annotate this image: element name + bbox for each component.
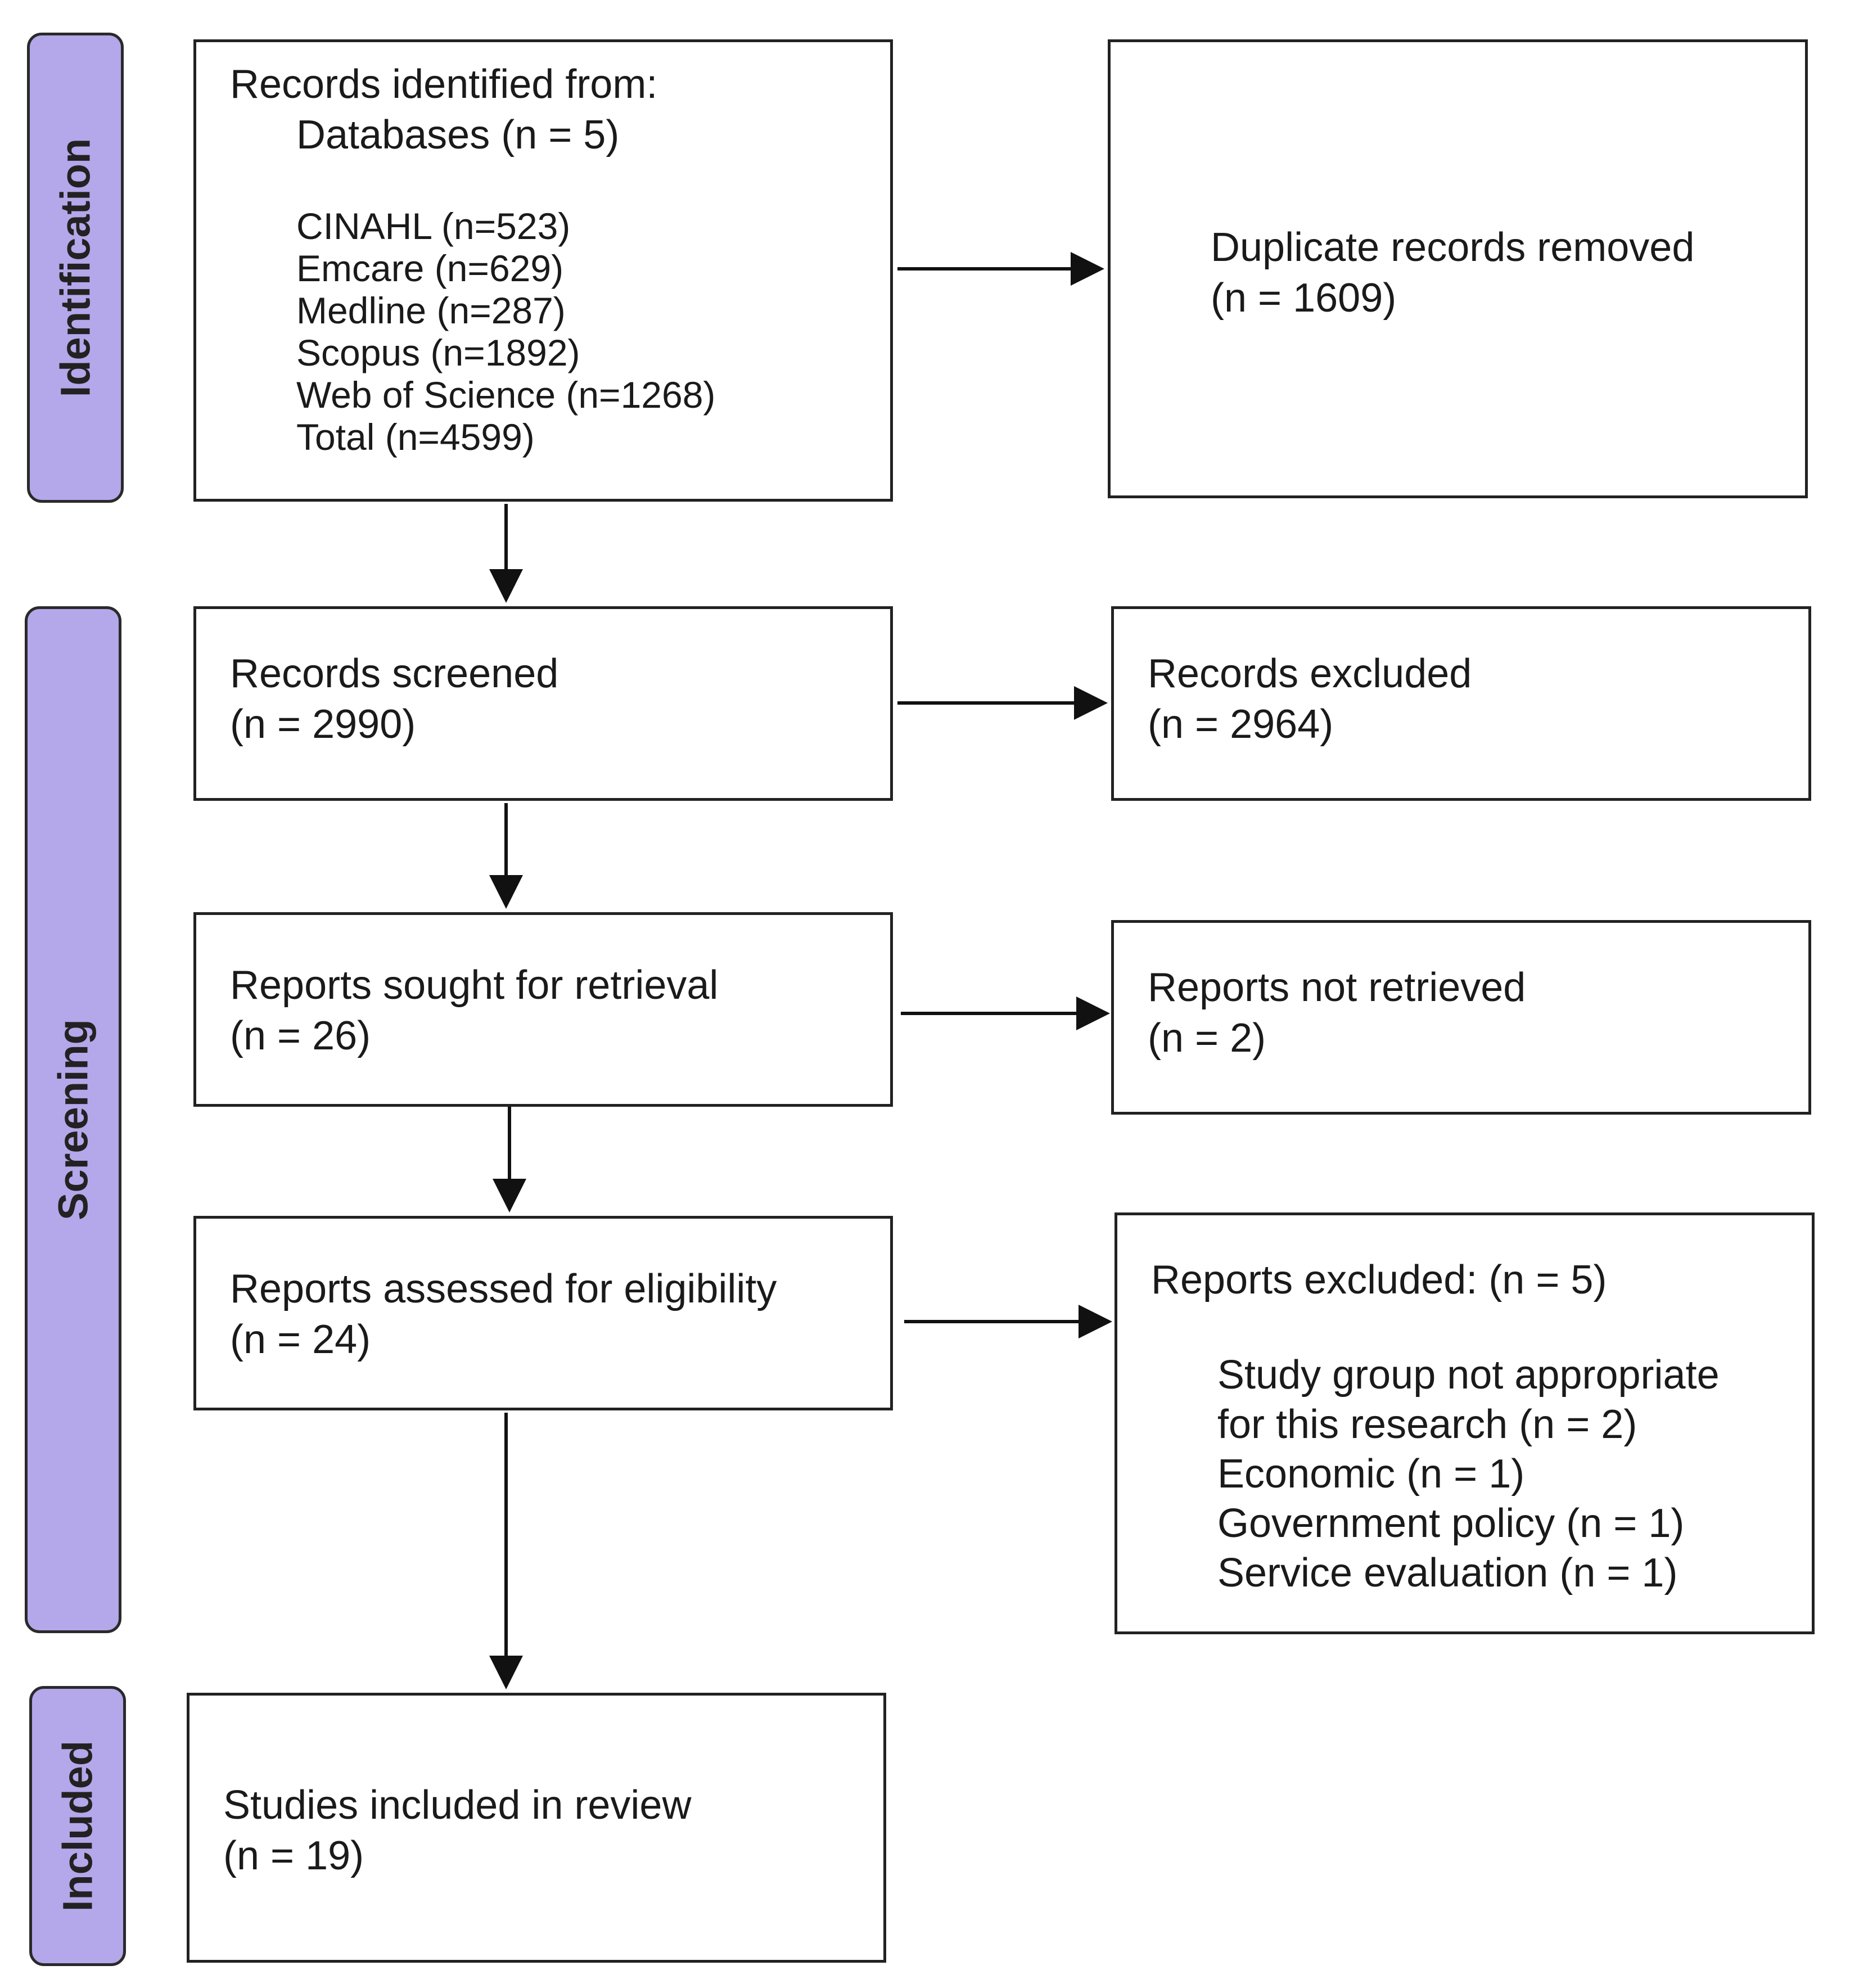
source-medline: Medline (n=287) [296, 290, 566, 331]
records-identified-box: Records identified from: Databases (n = … [193, 39, 893, 502]
studies-included-box: Studies included in review (n = 19) [187, 1693, 886, 1963]
reports-sought-label: Reports sought for retrieval (n = 26) [230, 960, 718, 1061]
reports-not-retrieved-count: (n = 2) [1148, 1016, 1266, 1061]
source-web-of-science: Web of Science (n=1268) [296, 374, 716, 416]
records-screened-count: (n = 2990) [230, 702, 416, 747]
reports-excluded-reasons: Study group not appropriate for this res… [1217, 1350, 1720, 1598]
records-screened-title: Records screened [230, 651, 559, 696]
reports-sought-title: Reports sought for retrieval [230, 963, 719, 1008]
reason-service-evaluation: Service evaluation (n = 1) [1217, 1550, 1678, 1595]
reports-assessed-title: Reports assessed for eligibility [230, 1266, 777, 1311]
reports-assessed-label: Reports assessed for eligibility (n = 24… [230, 1264, 777, 1365]
records-screened-label: Records screened (n = 2990) [230, 648, 558, 750]
records-excluded-count: (n = 2964) [1148, 702, 1334, 747]
phase-included: Included [29, 1686, 126, 1966]
reports-assessed-box: Reports assessed for eligibility (n = 24… [193, 1216, 893, 1410]
reports-assessed-count: (n = 24) [230, 1317, 371, 1362]
records-identified-heading: Records identified from: [230, 62, 658, 107]
studies-included-label: Studies included in review (n = 19) [223, 1780, 691, 1881]
records-excluded-box: Records excluded (n = 2964) [1111, 606, 1811, 801]
duplicates-removed-label: Duplicate records removed (n = 1609) [1211, 222, 1694, 323]
reports-not-retrieved-box: Reports not retrieved (n = 2) [1111, 920, 1811, 1115]
reason-study-group-1: Study group not appropriate [1217, 1353, 1720, 1398]
source-emcare: Emcare (n=629) [296, 247, 564, 289]
reports-not-retrieved-title: Reports not retrieved [1148, 965, 1526, 1010]
reports-excluded-box: Reports excluded: (n = 5) Study group no… [1115, 1212, 1815, 1634]
studies-included-title: Studies included in review [223, 1783, 692, 1828]
reason-government-policy: Government policy (n = 1) [1217, 1501, 1685, 1546]
reports-excluded-heading: Reports excluded: (n = 5) [1151, 1257, 1607, 1302]
reason-economic: Economic (n = 1) [1217, 1451, 1525, 1496]
source-scopus: Scopus (n=1892) [296, 332, 580, 373]
records-screened-box: Records screened (n = 2990) [193, 606, 893, 801]
reports-sought-box: Reports sought for retrieval (n = 26) [193, 912, 893, 1107]
duplicates-title: Duplicate records removed [1211, 225, 1695, 270]
records-excluded-label: Records excluded (n = 2964) [1148, 648, 1472, 750]
reports-sought-count: (n = 26) [230, 1013, 371, 1058]
phase-identification: Identification [27, 33, 124, 503]
phase-screening: Screening [25, 606, 121, 1633]
databases-count: Databases (n = 5) [296, 112, 620, 157]
source-total: Total (n=4599) [296, 416, 535, 458]
duplicates-count: (n = 1609) [1211, 276, 1397, 321]
studies-included-count: (n = 19) [223, 1833, 364, 1878]
records-excluded-title: Records excluded [1148, 651, 1472, 696]
reports-not-retrieved-label: Reports not retrieved (n = 2) [1148, 962, 1526, 1063]
reason-study-group-2: for this research (n = 2) [1217, 1402, 1637, 1447]
duplicates-removed-box: Duplicate records removed (n = 1609) [1108, 39, 1808, 498]
database-source-list: CINAHL (n=523) Emcare (n=629) Medline (n… [296, 205, 715, 458]
source-cinahl: CINAHL (n=523) [296, 205, 571, 247]
